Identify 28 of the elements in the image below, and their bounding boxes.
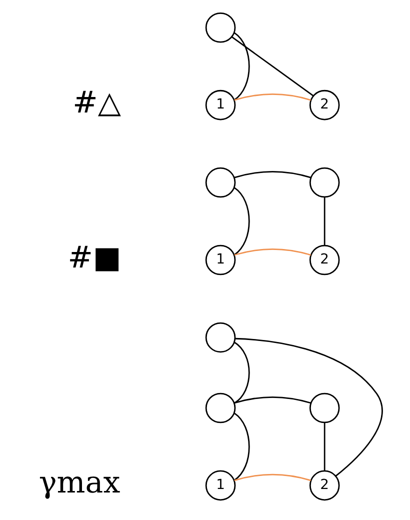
connector [234,171,311,178]
connector [234,338,382,476]
node-circle: 1 [204,470,236,501]
node-circle [204,322,236,353]
node-circle: 2 [308,470,340,501]
connector [233,187,250,256]
connector [233,342,250,404]
connector [234,396,311,404]
node-circle [204,392,236,424]
node-circle [204,167,236,198]
connector [234,474,311,482]
node-circle [308,392,340,424]
node-circle [204,12,236,43]
node-circle [308,167,340,198]
connector [231,36,314,96]
node-circle: 1 [204,90,236,120]
connector [233,412,250,481]
node-circle: 2 [308,244,340,276]
connector [234,248,311,256]
node-circle: 1 [204,244,236,276]
label: #△ [72,85,120,120]
connector [323,422,325,471]
connector [234,94,311,101]
label: #■ [67,240,121,276]
connector [233,32,250,100]
node-circle: 2 [308,90,340,120]
connector [323,197,325,246]
label: γmax [38,466,120,501]
